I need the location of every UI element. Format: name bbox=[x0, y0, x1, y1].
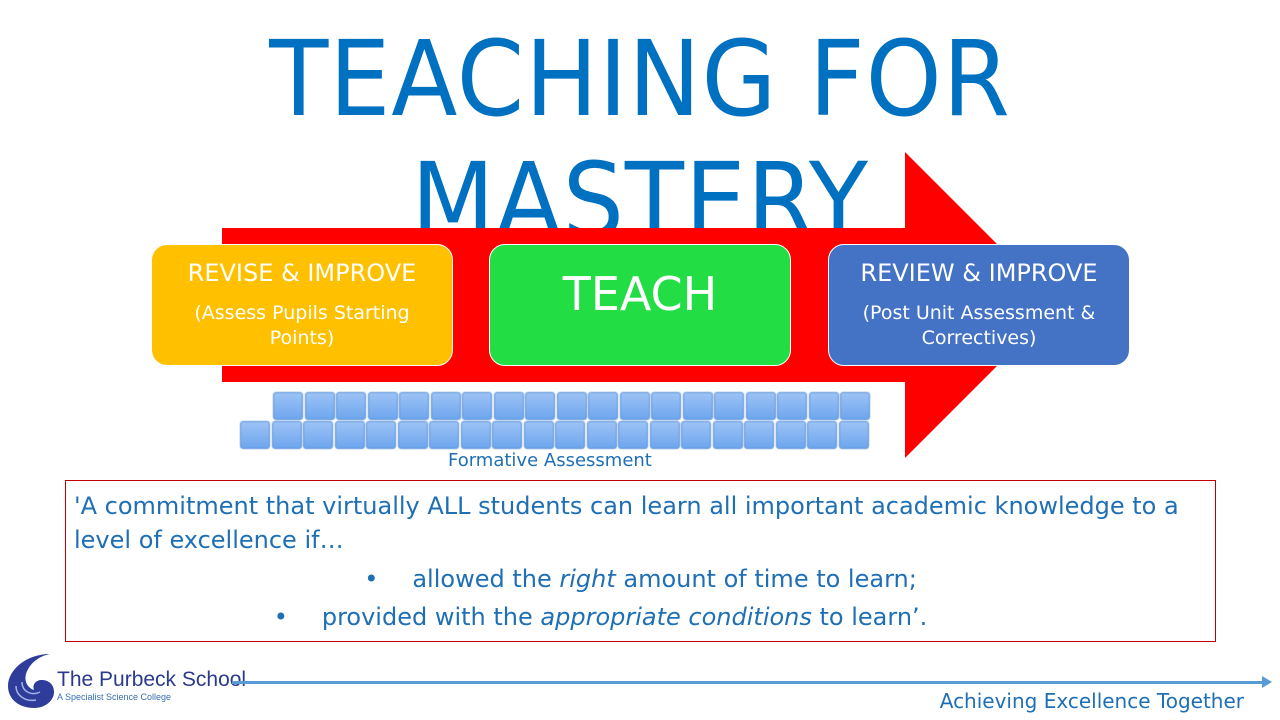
stage-revise-improve: REVISE & IMPROVE (Assess Pupils Starting… bbox=[151, 244, 453, 366]
stage-heading: REVIEW & IMPROVE bbox=[860, 259, 1098, 287]
assessment-block bbox=[429, 421, 459, 449]
assessment-block bbox=[775, 421, 806, 449]
footer-arrow-line bbox=[232, 681, 1267, 684]
assessment-block bbox=[681, 421, 711, 449]
formative-assessment-label: Formative Assessment bbox=[448, 450, 652, 471]
assessment-block bbox=[618, 421, 648, 449]
assessment-block bbox=[492, 421, 522, 449]
assessment-block bbox=[271, 421, 302, 449]
text: to learn’. bbox=[811, 603, 928, 631]
quote-bullet-1: •allowed the right amount of time to lea… bbox=[364, 565, 917, 593]
school-subtitle: A Specialist Science College bbox=[57, 692, 172, 702]
emphasis: right bbox=[559, 565, 616, 593]
stage-teach: TEACH bbox=[489, 244, 791, 366]
quote-bullet-2: •provided with the appropriate condition… bbox=[273, 603, 928, 631]
tagline: Achieving Excellence Together bbox=[939, 689, 1244, 713]
assessment-block bbox=[744, 421, 774, 449]
assessment-block bbox=[745, 392, 776, 420]
quote-intro: 'A commitment that virtually ALL student… bbox=[74, 492, 1179, 554]
assessment-block bbox=[367, 392, 398, 420]
stage-sub: (Assess Pupils Starting Points) bbox=[194, 302, 410, 349]
assessment-block bbox=[588, 392, 618, 420]
assessment-block bbox=[556, 392, 587, 420]
assessment-block bbox=[807, 421, 837, 449]
stage-review-improve: REVIEW & IMPROVE (Post Unit Assessment &… bbox=[828, 244, 1130, 366]
text: provided with the bbox=[321, 603, 541, 631]
emphasis: appropriate conditions bbox=[540, 603, 812, 631]
stage-heading: TEACH bbox=[562, 267, 718, 321]
assessment-block bbox=[651, 392, 681, 420]
assessment-block bbox=[555, 421, 585, 449]
assessment-block bbox=[619, 392, 650, 420]
assessment-block bbox=[525, 392, 555, 420]
assessment-block bbox=[273, 392, 303, 420]
assessment-block bbox=[523, 421, 554, 449]
assessment-block bbox=[304, 392, 335, 420]
assessment-block bbox=[838, 421, 869, 449]
assessment-block bbox=[840, 392, 870, 420]
assessment-block bbox=[462, 392, 492, 420]
school-logo-shell-icon bbox=[8, 654, 54, 708]
assessment-block bbox=[714, 392, 744, 420]
assessment-block bbox=[303, 421, 333, 449]
quote-box: 'A commitment that virtually ALL student… bbox=[65, 480, 1216, 642]
assessment-block bbox=[366, 421, 396, 449]
assessment-block bbox=[808, 392, 839, 420]
footer-arrow-head bbox=[1262, 676, 1272, 688]
stage-heading: REVISE & IMPROVE bbox=[187, 259, 417, 287]
assessment-block bbox=[460, 421, 491, 449]
assessment-block bbox=[682, 392, 713, 420]
assessment-block bbox=[777, 392, 807, 420]
assessment-block bbox=[336, 392, 366, 420]
assessment-block bbox=[334, 421, 365, 449]
assessment-block bbox=[586, 421, 617, 449]
slide-title: TEACHING FOR MASTERY bbox=[269, 18, 1011, 262]
assessment-block bbox=[240, 421, 270, 449]
assessment-block bbox=[399, 392, 429, 420]
text: allowed the bbox=[412, 565, 560, 593]
stage-sub: (Post Unit Assessment & Correctives) bbox=[862, 302, 1096, 349]
assessment-block bbox=[430, 392, 461, 420]
school-name: The Purbeck School bbox=[57, 668, 247, 691]
text: amount of time to learn; bbox=[615, 565, 917, 593]
assessment-block bbox=[493, 392, 524, 420]
assessment-block bbox=[397, 421, 428, 449]
assessment-block bbox=[649, 421, 680, 449]
assessment-block bbox=[712, 421, 743, 449]
